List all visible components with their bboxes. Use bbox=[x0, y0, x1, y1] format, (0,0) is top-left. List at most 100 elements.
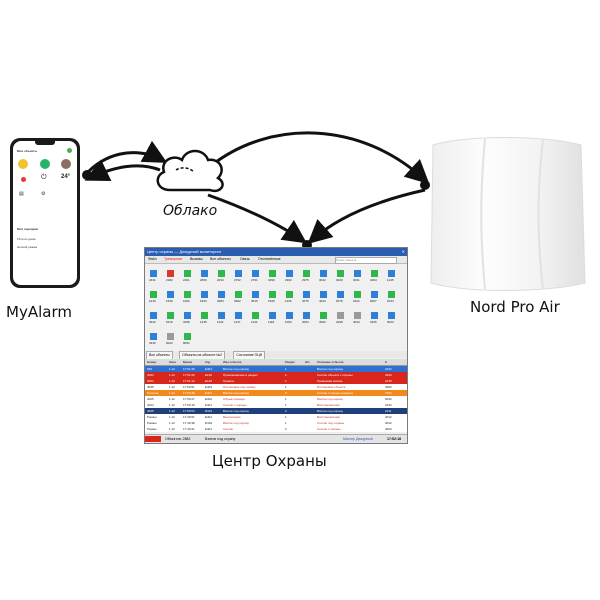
column-header[interactable]: Зона bbox=[169, 360, 176, 364]
object-tile[interactable] bbox=[167, 270, 174, 277]
object-tile[interactable] bbox=[320, 291, 327, 298]
object-tile[interactable] bbox=[371, 312, 378, 319]
object-tile[interactable] bbox=[337, 270, 344, 277]
object-tile[interactable] bbox=[184, 312, 191, 319]
column-header[interactable]: Номер bbox=[147, 360, 157, 364]
menu-item[interactable]: Связь bbox=[240, 257, 250, 261]
table-cell: R401 bbox=[205, 409, 213, 413]
table-cell: 4024 bbox=[147, 403, 154, 407]
object-tile[interactable] bbox=[354, 270, 361, 277]
alarm-red-icon[interactable] bbox=[21, 177, 26, 182]
column-header[interactable]: Раздел bbox=[285, 360, 295, 364]
object-tile[interactable] bbox=[252, 291, 259, 298]
column-header[interactable]: Описание события bbox=[317, 360, 344, 364]
menu-item-icon[interactable]: ⚙ bbox=[41, 191, 46, 197]
table-cell: 2 bbox=[285, 409, 287, 413]
object-tile[interactable] bbox=[286, 312, 293, 319]
object-tile[interactable] bbox=[184, 291, 191, 298]
avatar[interactable] bbox=[61, 159, 71, 169]
object-tile[interactable] bbox=[388, 270, 395, 277]
object-tile[interactable] bbox=[201, 270, 208, 277]
object-tile[interactable] bbox=[269, 291, 276, 298]
column-header[interactable]: Код bbox=[205, 360, 211, 364]
object-tile[interactable] bbox=[252, 312, 259, 319]
object-tile[interactable] bbox=[184, 270, 191, 277]
column-header[interactable]: Шл bbox=[305, 360, 310, 364]
object-tile[interactable] bbox=[201, 312, 208, 319]
object-tile-number: 6022 bbox=[166, 341, 173, 345]
object-tile[interactable] bbox=[252, 270, 259, 277]
object-tile-number: 3298 bbox=[183, 320, 190, 324]
phone-list-item[interactable]: Ночной режим bbox=[17, 245, 38, 249]
menu-item[interactable]: Все объекты bbox=[210, 257, 231, 261]
object-tile[interactable] bbox=[388, 291, 395, 298]
object-tile[interactable] bbox=[388, 312, 395, 319]
close-icon[interactable]: ✕ bbox=[401, 249, 405, 254]
menu-item[interactable]: Тревожные bbox=[164, 257, 183, 261]
table-cell: E130 bbox=[205, 373, 213, 377]
object-tile[interactable] bbox=[371, 291, 378, 298]
object-tile[interactable] bbox=[303, 291, 310, 298]
tab-bar: Все объекты Объекты на объекте №2 Состояни… bbox=[145, 351, 407, 359]
tab-item[interactable]: Все объекты bbox=[146, 351, 173, 359]
object-tile[interactable] bbox=[337, 291, 344, 298]
object-tile[interactable] bbox=[167, 333, 174, 340]
object-tile[interactable] bbox=[235, 270, 242, 277]
object-tile[interactable] bbox=[303, 312, 310, 319]
object-tile[interactable] bbox=[320, 270, 327, 277]
object-tile-number: 8052 bbox=[183, 341, 190, 345]
power-icon[interactable]: ⏻ bbox=[41, 174, 47, 181]
phone-list-item[interactable]: Уйти из дома bbox=[17, 237, 36, 241]
menu-item[interactable]: Отключённые bbox=[258, 257, 281, 261]
table-cell: 1.12 bbox=[169, 367, 175, 371]
object-tile[interactable] bbox=[150, 312, 157, 319]
object-tile[interactable] bbox=[150, 333, 157, 340]
object-tile[interactable] bbox=[167, 312, 174, 319]
object-tile[interactable] bbox=[218, 312, 225, 319]
menu-item[interactable]: Файл bbox=[148, 257, 157, 261]
menu-item-icon[interactable]: ▤ bbox=[19, 191, 24, 197]
table-cell: 1.12 bbox=[169, 415, 175, 419]
column-header[interactable]: Имя события bbox=[223, 360, 242, 364]
object-tile[interactable] bbox=[337, 312, 344, 319]
object-tile-number: 1137 bbox=[234, 320, 241, 324]
object-tile[interactable] bbox=[218, 291, 225, 298]
object-tile[interactable] bbox=[150, 291, 157, 298]
search-input[interactable]: Поиск объекта bbox=[335, 257, 397, 264]
object-tile[interactable] bbox=[184, 333, 191, 340]
table-cell: 17:49:51 bbox=[183, 415, 195, 419]
object-tile[interactable] bbox=[150, 270, 157, 277]
object-tile[interactable] bbox=[286, 270, 293, 277]
tab-item[interactable]: Состояние ПЦН bbox=[233, 351, 266, 359]
object-tile[interactable] bbox=[167, 291, 174, 298]
object-tile[interactable] bbox=[371, 270, 378, 277]
tab-item[interactable]: Объекты на объекте №2 bbox=[179, 351, 226, 359]
object-tile[interactable] bbox=[303, 270, 310, 277]
status-yellow-icon[interactable] bbox=[18, 159, 28, 169]
object-tile[interactable] bbox=[218, 270, 225, 277]
menu-item[interactable]: Вызовы bbox=[190, 257, 203, 261]
column-header[interactable]: # bbox=[385, 360, 387, 364]
object-tile[interactable] bbox=[235, 291, 242, 298]
status-green-icon[interactable] bbox=[40, 159, 50, 169]
object-tile[interactable] bbox=[286, 291, 293, 298]
object-tile[interactable] bbox=[269, 312, 276, 319]
object-tile[interactable] bbox=[320, 312, 327, 319]
object-tile[interactable] bbox=[354, 291, 361, 298]
object-tile[interactable] bbox=[201, 291, 208, 298]
arrow-cloud-to-center bbox=[207, 193, 307, 244]
object-tile[interactable] bbox=[354, 312, 361, 319]
table-cell: E120 bbox=[205, 379, 213, 383]
object-tile[interactable] bbox=[235, 312, 242, 319]
object-tile[interactable] bbox=[269, 270, 276, 277]
profile-dot[interactable] bbox=[67, 148, 72, 153]
column-header[interactable]: Время bbox=[183, 360, 193, 364]
arrow-cloud-to-phone bbox=[84, 159, 161, 182]
